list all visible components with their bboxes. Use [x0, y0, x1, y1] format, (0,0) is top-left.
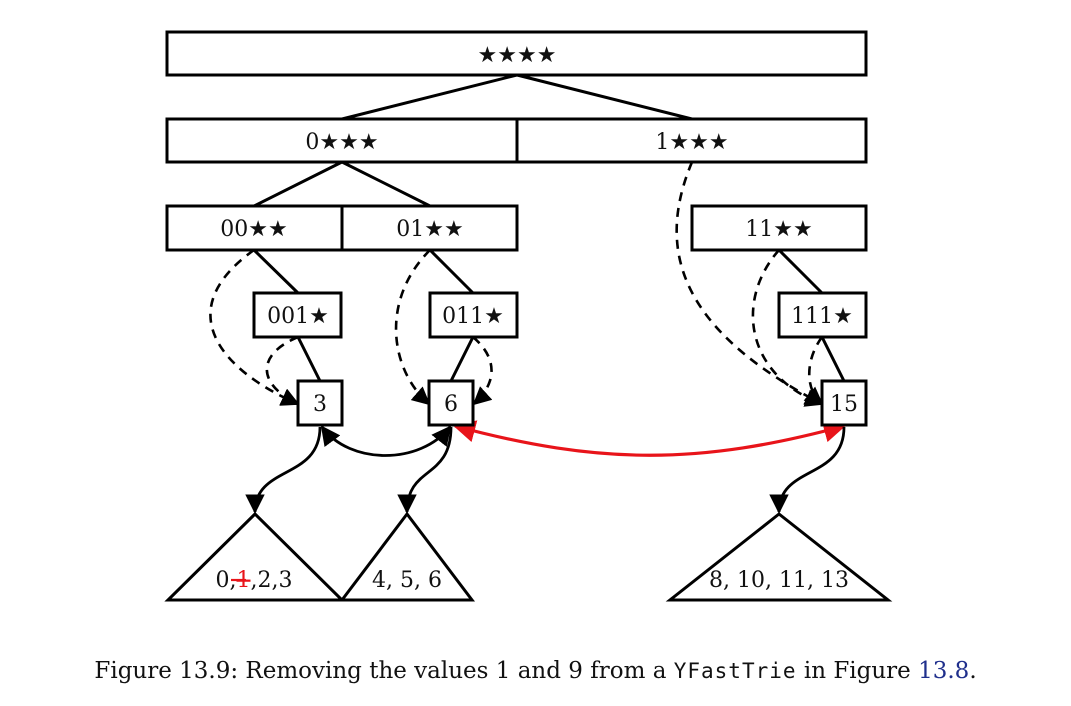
figure-reference-link[interactable]: 13.8	[918, 658, 970, 684]
label-111: 111★	[791, 304, 853, 329]
node-boxes	[165, 30, 868, 427]
ptr-3-to-subtree	[245, 426, 322, 514]
label-00: 00★★	[220, 217, 287, 242]
leaf-3	[296, 379, 344, 427]
edge-0-to-01	[341, 160, 431, 208]
jump-01-to-6	[394, 249, 431, 406]
node-001	[252, 291, 343, 339]
link-6-15	[452, 420, 847, 457]
jump-111-to-15	[803, 336, 824, 406]
node-root	[165, 30, 868, 77]
label-011: 011★	[442, 304, 504, 329]
jump-00-to-3	[209, 248, 300, 406]
leaf-6	[427, 379, 475, 427]
node-011	[428, 291, 519, 339]
label-leaf-6: 6	[444, 392, 458, 417]
node-111	[777, 291, 868, 339]
node-11	[690, 204, 868, 252]
label-01: 01★★	[396, 217, 463, 242]
edge-00-to-001	[252, 248, 300, 295]
jump-11-to-15	[751, 249, 824, 407]
label-root: ★★★★	[478, 43, 557, 68]
label-001: 001★	[267, 304, 329, 329]
edge-root-to-0	[341, 73, 518, 121]
jump-1-to-15	[675, 161, 824, 406]
subtree-c-label: 8, 10, 11, 13	[709, 568, 849, 593]
jump-011-to-6	[472, 336, 493, 406]
edge-0-to-00	[253, 160, 343, 208]
subtree-b-triangle	[338, 511, 476, 602]
node-00	[165, 204, 344, 252]
label-11: 11★★	[745, 217, 812, 242]
jump-001-to-3	[265, 335, 300, 406]
caption-middle: in Figure	[796, 658, 919, 684]
ptr-15-to-subtree	[769, 426, 846, 514]
figure-caption: Figure 13.9: Removing the values 1 and 9…	[0, 658, 1071, 684]
subtree-pointers	[245, 426, 846, 514]
edge-11-to-111	[777, 248, 824, 295]
node-labels: ★★★★ 0★★★ 1★★★ 00★★ 01★★ 11★★ 001★ 011★ …	[220, 43, 858, 417]
tree-edges	[252, 73, 846, 382]
subtree-a-label: 0,1,2,3	[216, 568, 293, 593]
subtree-a-triangle	[164, 511, 346, 602]
link-3-6	[320, 425, 452, 457]
caption-prefix: Figure 13.9: Removing the values 1 and 9…	[94, 658, 674, 684]
caption-end: .	[969, 658, 977, 684]
yfasttrie-diagram: ★★★★ 0★★★ 1★★★ 00★★ 01★★ 11★★ 001★ 011★ …	[164, 30, 893, 602]
edge-011-to-6	[449, 336, 475, 382]
edge-001-to-3	[296, 336, 322, 382]
subtree-b-label: 4, 5, 6	[372, 568, 442, 593]
subtrees	[164, 511, 893, 602]
caption-code: YFastTrie	[673, 659, 797, 683]
edge-01-to-011	[428, 248, 475, 295]
edge-root-to-1	[516, 73, 693, 121]
subtree-a-suffix: ,2,3	[251, 568, 293, 593]
edge-111-to-15	[820, 336, 846, 382]
jump-pointers	[209, 161, 824, 407]
node-0	[165, 117, 519, 164]
label-leaf-15: 15	[830, 392, 858, 417]
leaf-15	[820, 379, 868, 427]
ptr-6-to-subtree	[397, 426, 453, 514]
subtree-c-triangle	[665, 512, 893, 602]
label-leaf-3: 3	[313, 392, 327, 417]
subtree-a-prefix: 0,	[216, 568, 237, 593]
label-1: 1★★★	[655, 130, 728, 155]
node-01	[340, 204, 519, 252]
node-1	[515, 117, 868, 164]
label-0: 0★★★	[305, 130, 378, 155]
